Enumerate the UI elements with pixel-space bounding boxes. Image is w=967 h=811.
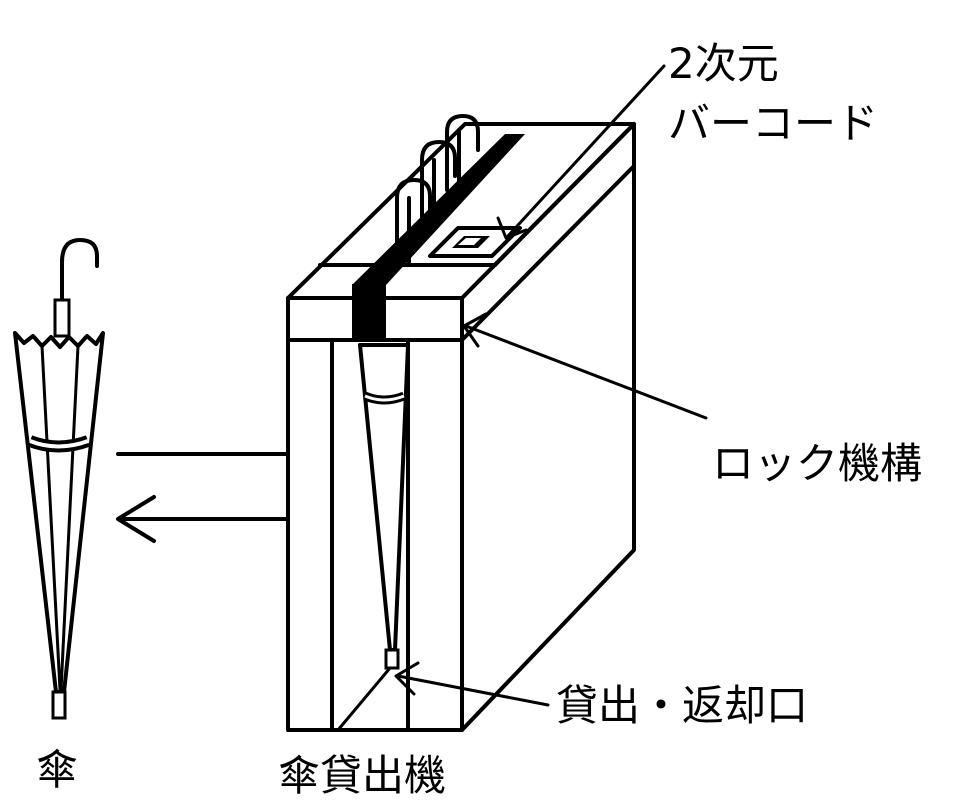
umbrella-illustration [13,238,105,720]
umbrella-lending-machine [286,114,636,732]
label-machine: 傘貸出機 [278,751,446,800]
lock-leader [462,312,708,420]
top-umbrella-handles [395,114,480,264]
barcode-leader [496,64,666,240]
label-umbrella: 傘 [36,745,78,794]
label-slot: 貸出・返却口 [556,681,808,730]
label-lock-mechanism: ロック機構 [712,439,922,488]
slot-leader [394,661,550,707]
label-barcode-line2: バーコード [668,99,878,148]
barcode-panel [428,226,522,258]
label-barcode-line1: 2次元 [668,39,779,88]
